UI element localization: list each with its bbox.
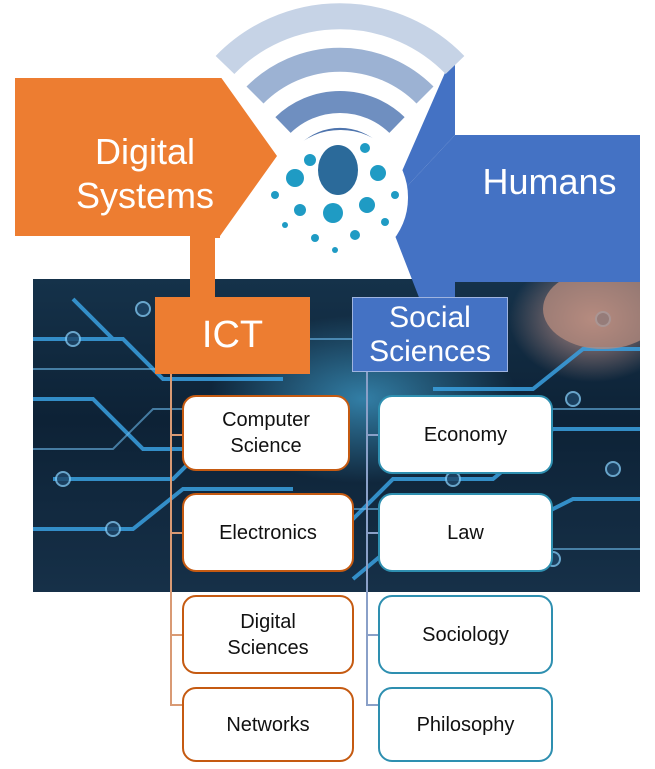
ict-item-networks: Networks <box>182 687 354 762</box>
social-connector-trunk <box>366 372 368 704</box>
social-item-philosophy: Philosophy <box>378 687 553 762</box>
social-item-law: Law <box>378 493 553 572</box>
social-item-economy: Economy <box>378 395 553 474</box>
ict-item-electronics: Electronics <box>182 493 354 572</box>
digital-systems-arrow <box>15 78 277 303</box>
wifi-dots-icon <box>215 3 465 265</box>
ict-connector-trunk <box>170 374 172 704</box>
digital-systems-label: Digital Systems <box>75 131 215 216</box>
ict-connector-branch <box>170 634 184 636</box>
humans-label: Humans <box>482 161 617 202</box>
social-connector-branch <box>366 532 380 534</box>
ict-heading: ICT <box>155 297 310 374</box>
ict-connector-branch <box>170 704 184 706</box>
social-connector-branch <box>366 704 380 706</box>
ict-connector-branch <box>170 532 184 534</box>
social-item-sociology: Sociology <box>378 595 553 674</box>
social-sciences-heading: Social Sciences <box>352 297 508 372</box>
social-connector-branch <box>366 634 380 636</box>
humans-arrow <box>385 50 640 300</box>
ict-connector-branch <box>170 434 184 436</box>
social-connector-branch <box>366 434 380 436</box>
